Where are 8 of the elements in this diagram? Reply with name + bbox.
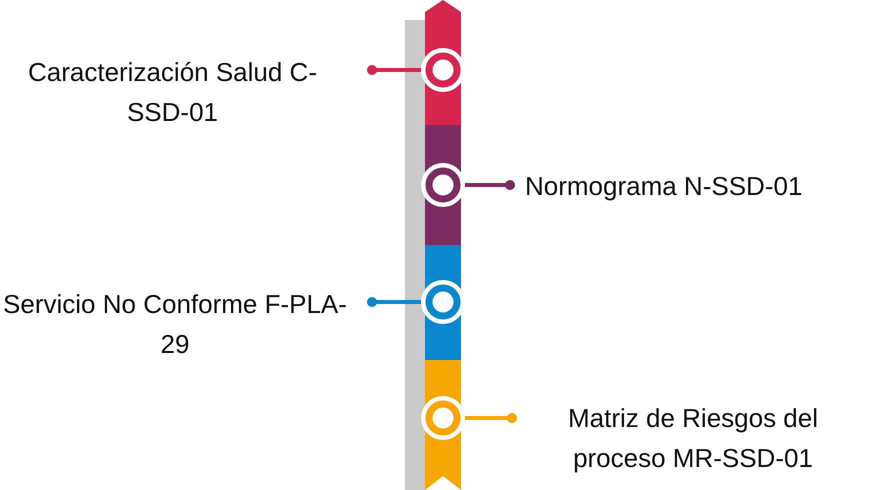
document-label: Matriz de Riesgos del proceso MR-SSD-01 bbox=[528, 398, 858, 478]
leader-line bbox=[367, 65, 421, 75]
leader-line bbox=[465, 413, 517, 423]
leader-line bbox=[465, 180, 515, 190]
document-label: Normograma N-SSD-01 bbox=[525, 166, 869, 206]
document-label: Caracterización Salud C-SSD-01 bbox=[0, 52, 345, 132]
leader-line bbox=[367, 297, 421, 307]
document-label: Servicio No Conforme F-PLA-29 bbox=[0, 284, 350, 364]
